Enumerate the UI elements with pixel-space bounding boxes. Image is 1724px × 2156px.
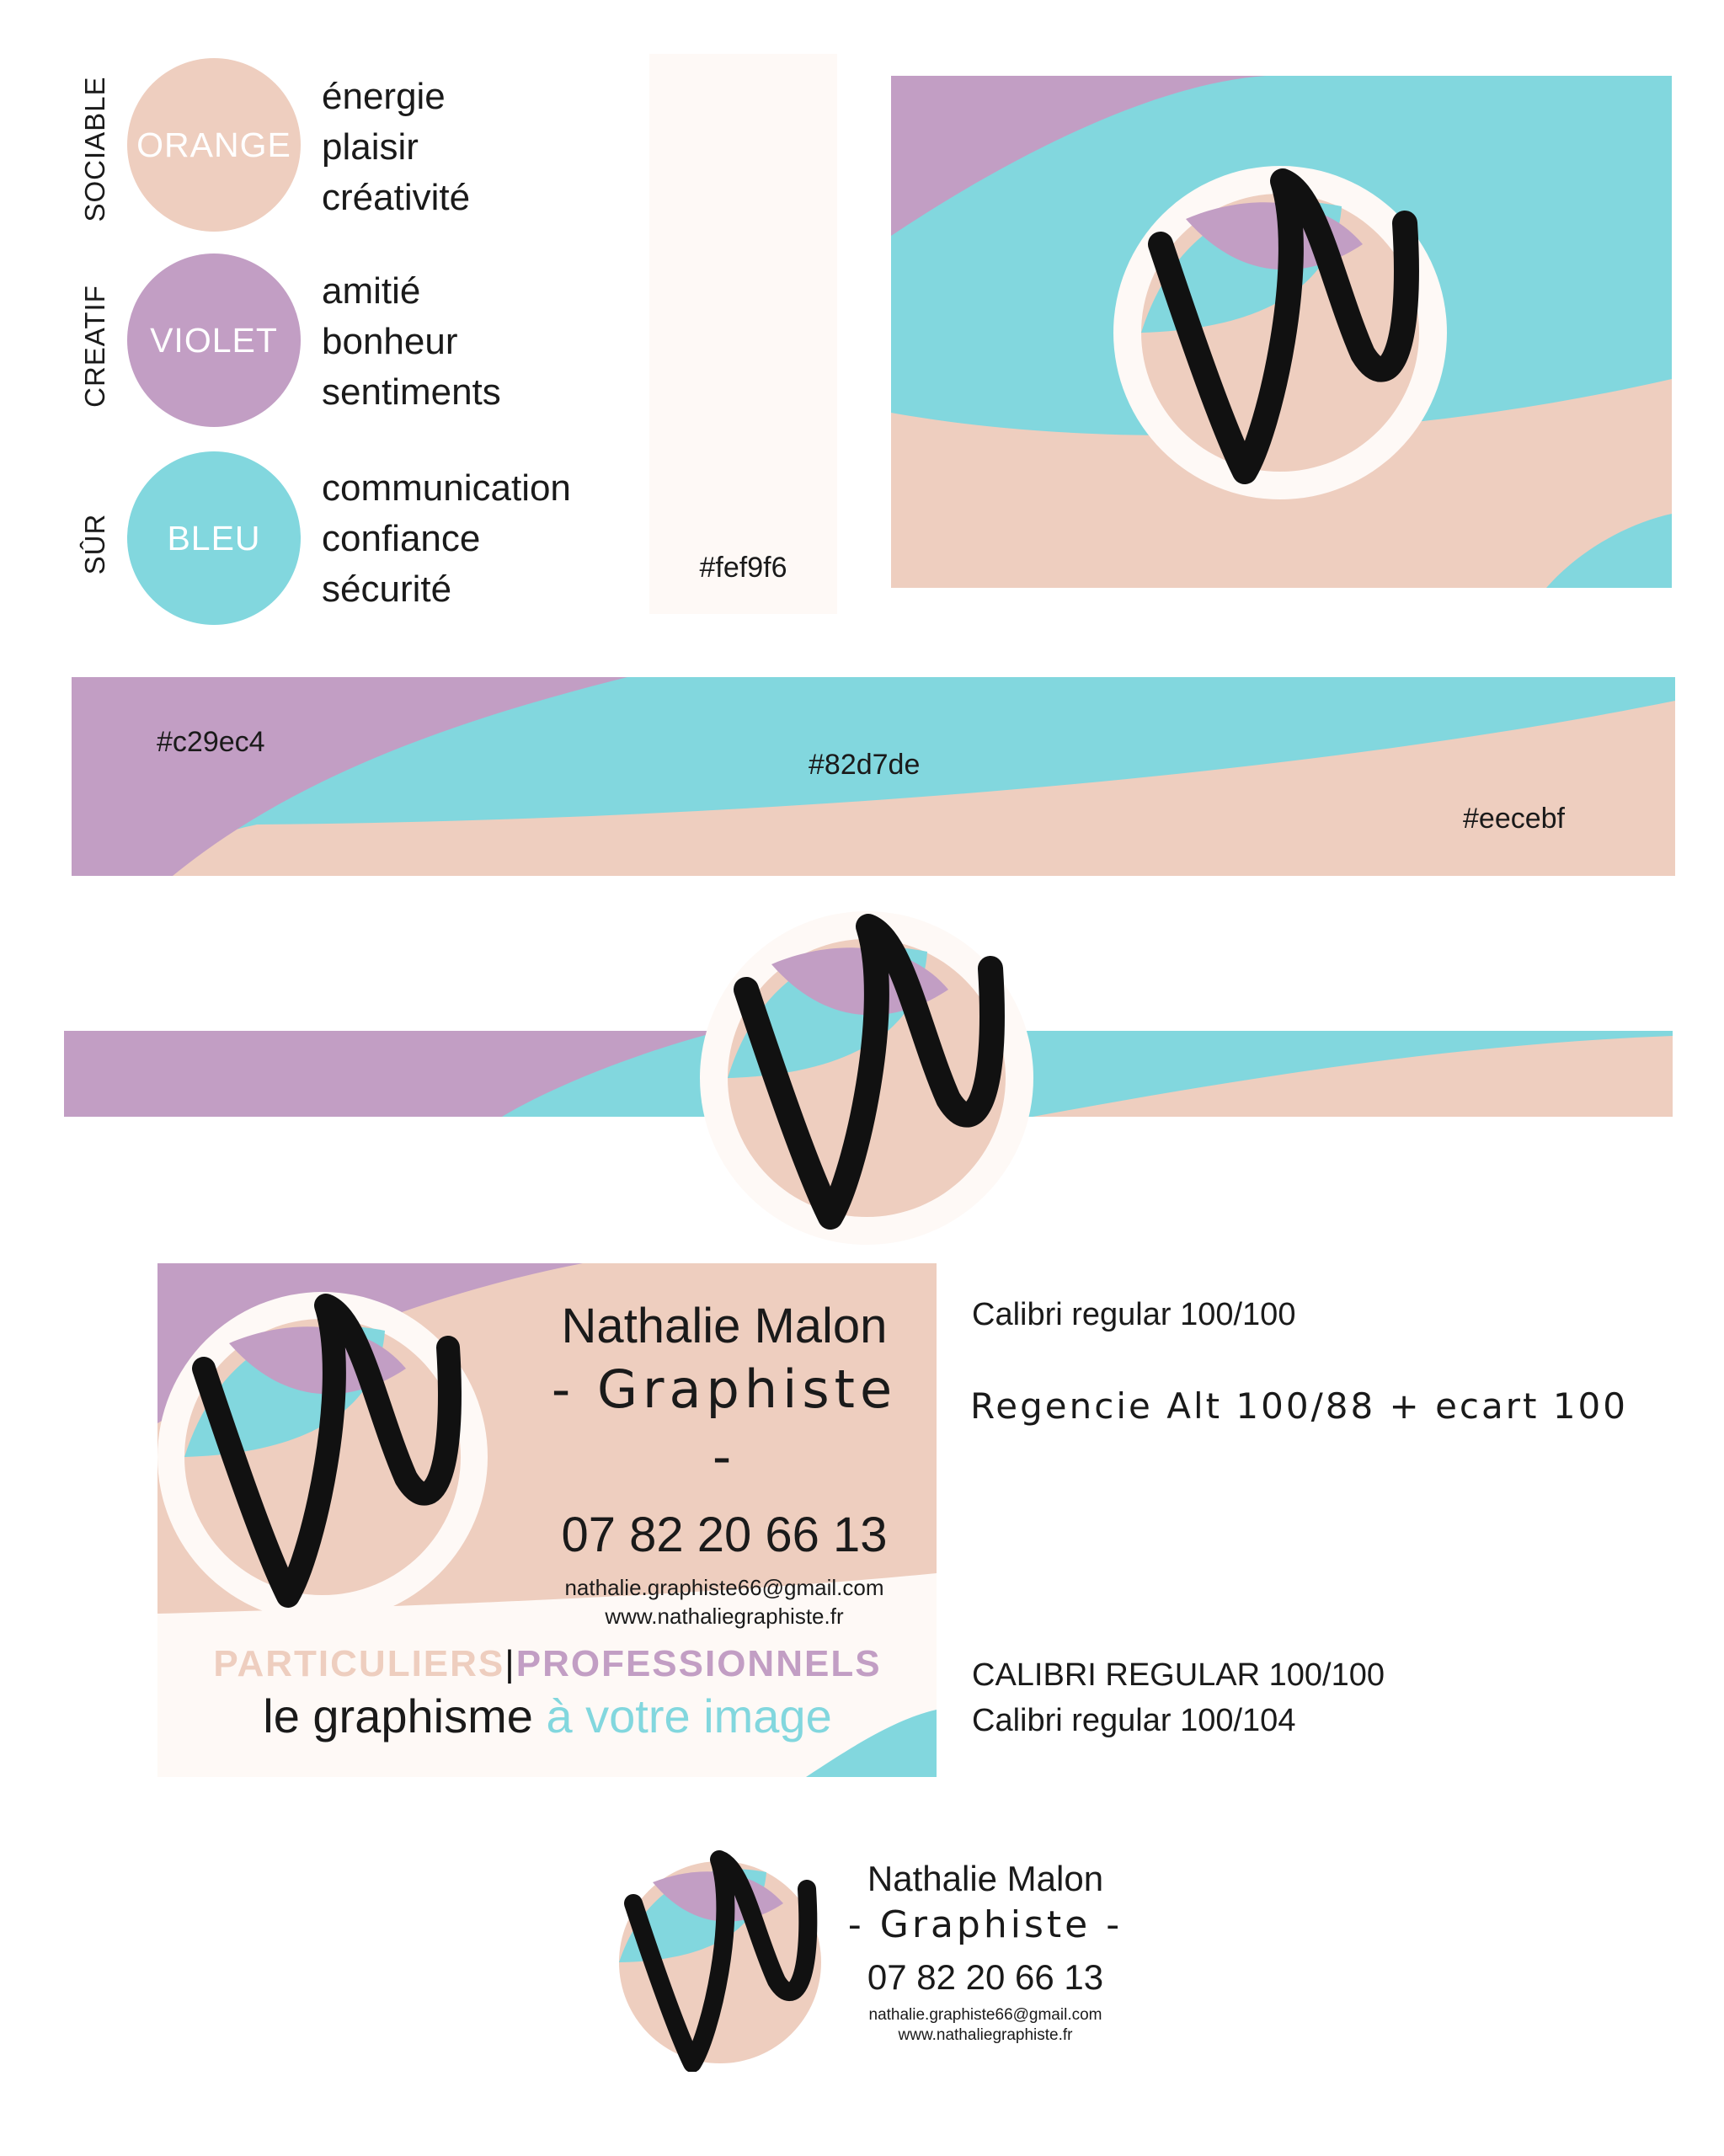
banner-logo-strip bbox=[64, 911, 1673, 1245]
word: amitié bbox=[322, 270, 421, 312]
logo-mark-signature bbox=[624, 1850, 818, 2072]
card-tagline: PARTICULIERS|PROFESSIONNELS bbox=[168, 1643, 926, 1685]
word-list-orange: énergie plaisir créativité bbox=[322, 72, 470, 223]
tag-professionnels: PROFESSIONNELS bbox=[515, 1643, 882, 1684]
banner-top-right bbox=[891, 76, 1672, 588]
font-spec-3: CALIBRI REGULAR 100/100 bbox=[972, 1657, 1385, 1693]
word: créativité bbox=[322, 177, 471, 218]
color-name-orange: ORANGE bbox=[136, 125, 291, 164]
word: plaisir bbox=[322, 126, 419, 168]
word: bonheur bbox=[322, 321, 458, 362]
word-list-violet: amitié bonheur sentiments bbox=[322, 266, 501, 418]
card-website: www.nathaliegraphiste.fr bbox=[605, 1604, 844, 1629]
card-email: nathalie.graphiste66@gmail.com bbox=[564, 1575, 884, 1600]
hex-label-bleu: #82d7de bbox=[809, 749, 921, 781]
hex-label-orange: #eecebf bbox=[1463, 803, 1565, 835]
logo-mark-banner bbox=[734, 914, 1005, 1230]
signature-logo bbox=[619, 1850, 821, 2072]
signature-phone: 07 82 20 66 13 bbox=[867, 1957, 1104, 1997]
word: sentiments bbox=[322, 371, 501, 413]
logo-mark bbox=[1148, 168, 1419, 484]
business-card bbox=[157, 1263, 937, 1777]
card-text-block: Nathalie Malon - Graphiste - 07 82 20 66… bbox=[539, 1297, 910, 1630]
card-phone: 07 82 20 66 13 bbox=[561, 1508, 888, 1562]
logo-mark-card bbox=[192, 1294, 462, 1608]
font-spec-1: Calibri regular 100/100 bbox=[972, 1297, 1296, 1332]
font-spec-4: Calibri regular 100/104 bbox=[972, 1703, 1296, 1738]
signature-text-block: Nathalie Malon - Graphiste - 07 82 20 66… bbox=[846, 1857, 1124, 2046]
signature-name: Nathalie Malon bbox=[867, 1859, 1104, 1898]
side-label-sur: SÛR bbox=[79, 513, 110, 575]
color-circle-orange: ORANGE bbox=[127, 58, 301, 232]
slogan-part-1: le graphisme bbox=[263, 1689, 547, 1742]
color-circle-violet: VIOLET bbox=[127, 253, 301, 427]
font-spec-2: Regencie Alt 100/88 + ecart 100 bbox=[970, 1385, 1628, 1427]
card-title: - Graphiste - bbox=[551, 1358, 898, 1487]
word: énergie bbox=[322, 76, 446, 117]
signature-title: - Graphiste - bbox=[847, 1903, 1124, 1946]
signature-email: nathalie.graphiste66@gmail.com bbox=[868, 2006, 1102, 2024]
card-slogan: le graphisme à votre image bbox=[168, 1689, 926, 1743]
word: confiance bbox=[322, 518, 481, 559]
color-circle-bleu: BLEU bbox=[127, 451, 301, 625]
signature-website: www.nathaliegraphiste.fr bbox=[898, 2026, 1073, 2044]
hex-label-violet: #c29ec4 bbox=[157, 726, 265, 758]
card-name: Nathalie Malon bbox=[561, 1299, 888, 1353]
word: sécurité bbox=[322, 568, 452, 610]
swatch-fond bbox=[649, 54, 837, 614]
tag-separator: | bbox=[504, 1643, 516, 1684]
color-name-bleu: BLEU bbox=[167, 518, 261, 558]
color-name-violet: VIOLET bbox=[150, 320, 278, 360]
side-label-creatif: CREATIF bbox=[79, 285, 110, 408]
hex-label-fond: #fef9f6 bbox=[699, 552, 787, 584]
side-label-sociable: SOCIABLE bbox=[79, 76, 110, 222]
word-list-bleu: communication confiance sécurité bbox=[322, 463, 571, 615]
slogan-part-2: à votre image bbox=[546, 1689, 832, 1742]
banner-palette bbox=[72, 677, 1675, 876]
tag-particuliers: PARTICULIERS bbox=[213, 1643, 505, 1684]
word: communication bbox=[322, 467, 571, 509]
